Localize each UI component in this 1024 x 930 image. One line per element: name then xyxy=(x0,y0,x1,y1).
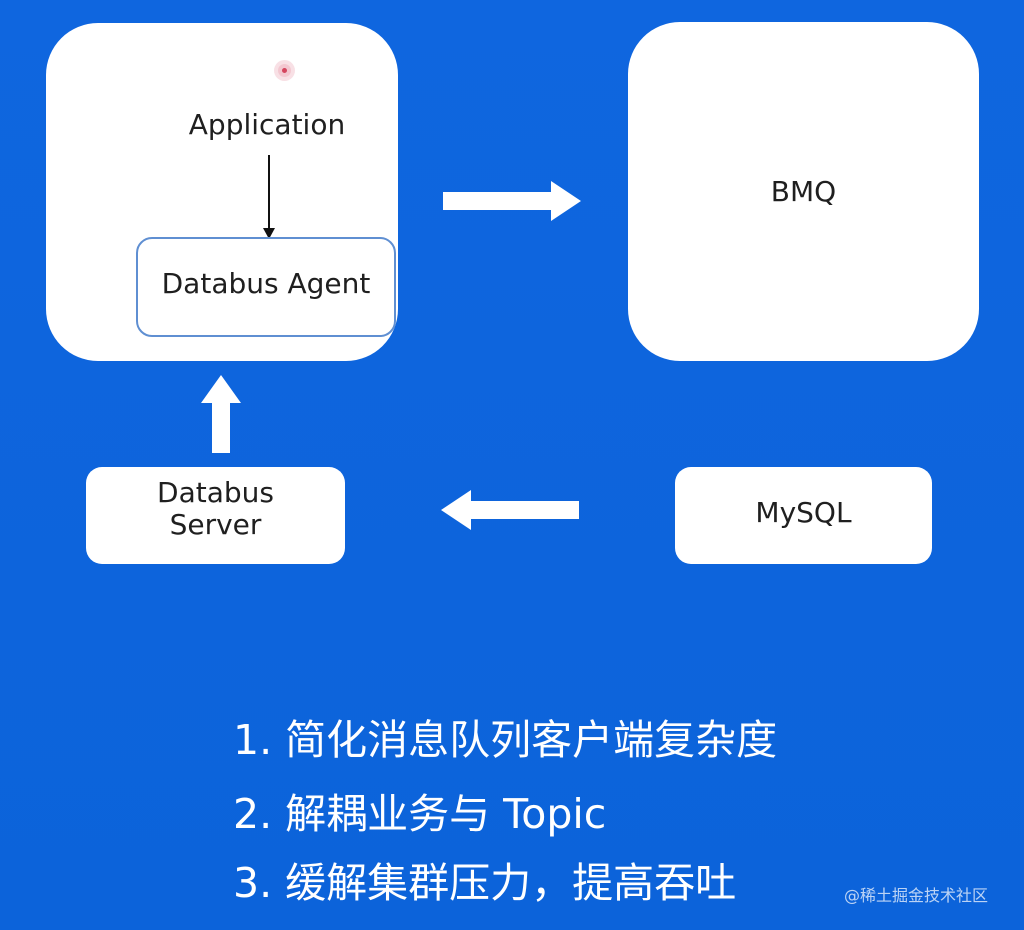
up-arrow-icon xyxy=(201,375,241,453)
application-container: Application Databus Agent xyxy=(46,23,398,361)
benefit-item: 2. 解耦业务与 Topic xyxy=(233,790,607,838)
application-to-agent-arrow-icon xyxy=(263,155,275,239)
application-label: Application xyxy=(188,108,346,141)
bmq-label: BMQ xyxy=(770,175,837,208)
databus-server-box: Databus Server xyxy=(86,467,345,564)
left-arrow-icon xyxy=(441,490,579,530)
record-indicator-icon xyxy=(278,64,291,77)
bmq-box: BMQ xyxy=(628,22,979,361)
mysql-label: MySQL xyxy=(755,496,852,529)
databus-server-label: Databus Server xyxy=(157,476,274,542)
benefit-item: 1. 简化消息队列客户端复杂度 xyxy=(233,716,778,764)
benefit-item: 3. 缓解集群压力，提高吞吐 xyxy=(233,859,737,907)
source-watermark: @稀土掘金技术社区 xyxy=(844,886,989,905)
databus-agent-box: Databus Agent xyxy=(136,237,396,337)
mysql-box: MySQL xyxy=(675,467,932,564)
databus-agent-label: Databus Agent xyxy=(161,267,371,300)
right-arrow-icon xyxy=(443,181,581,221)
